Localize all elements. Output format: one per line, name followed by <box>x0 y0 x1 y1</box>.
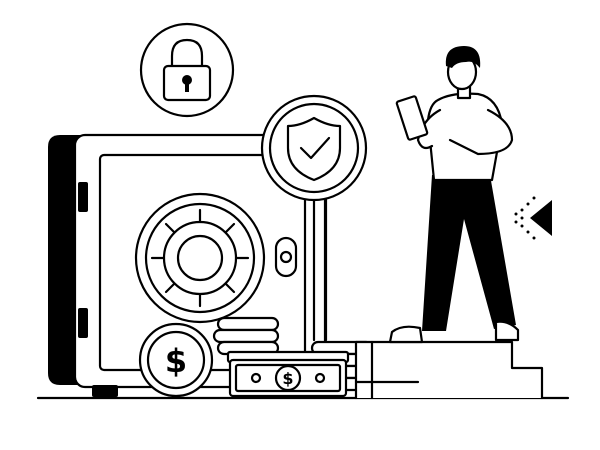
stairs <box>354 340 544 400</box>
play-arrow-icon <box>514 196 552 240</box>
dollar-coin-icon: $ <box>138 322 214 398</box>
coin-dollar-sign: $ <box>165 342 187 380</box>
padlock-icon <box>139 22 235 118</box>
note-dollar-sign: $ <box>282 369 293 388</box>
person <box>388 46 520 344</box>
shield-check-icon <box>260 94 368 342</box>
banknote-icon: $ <box>226 350 350 398</box>
